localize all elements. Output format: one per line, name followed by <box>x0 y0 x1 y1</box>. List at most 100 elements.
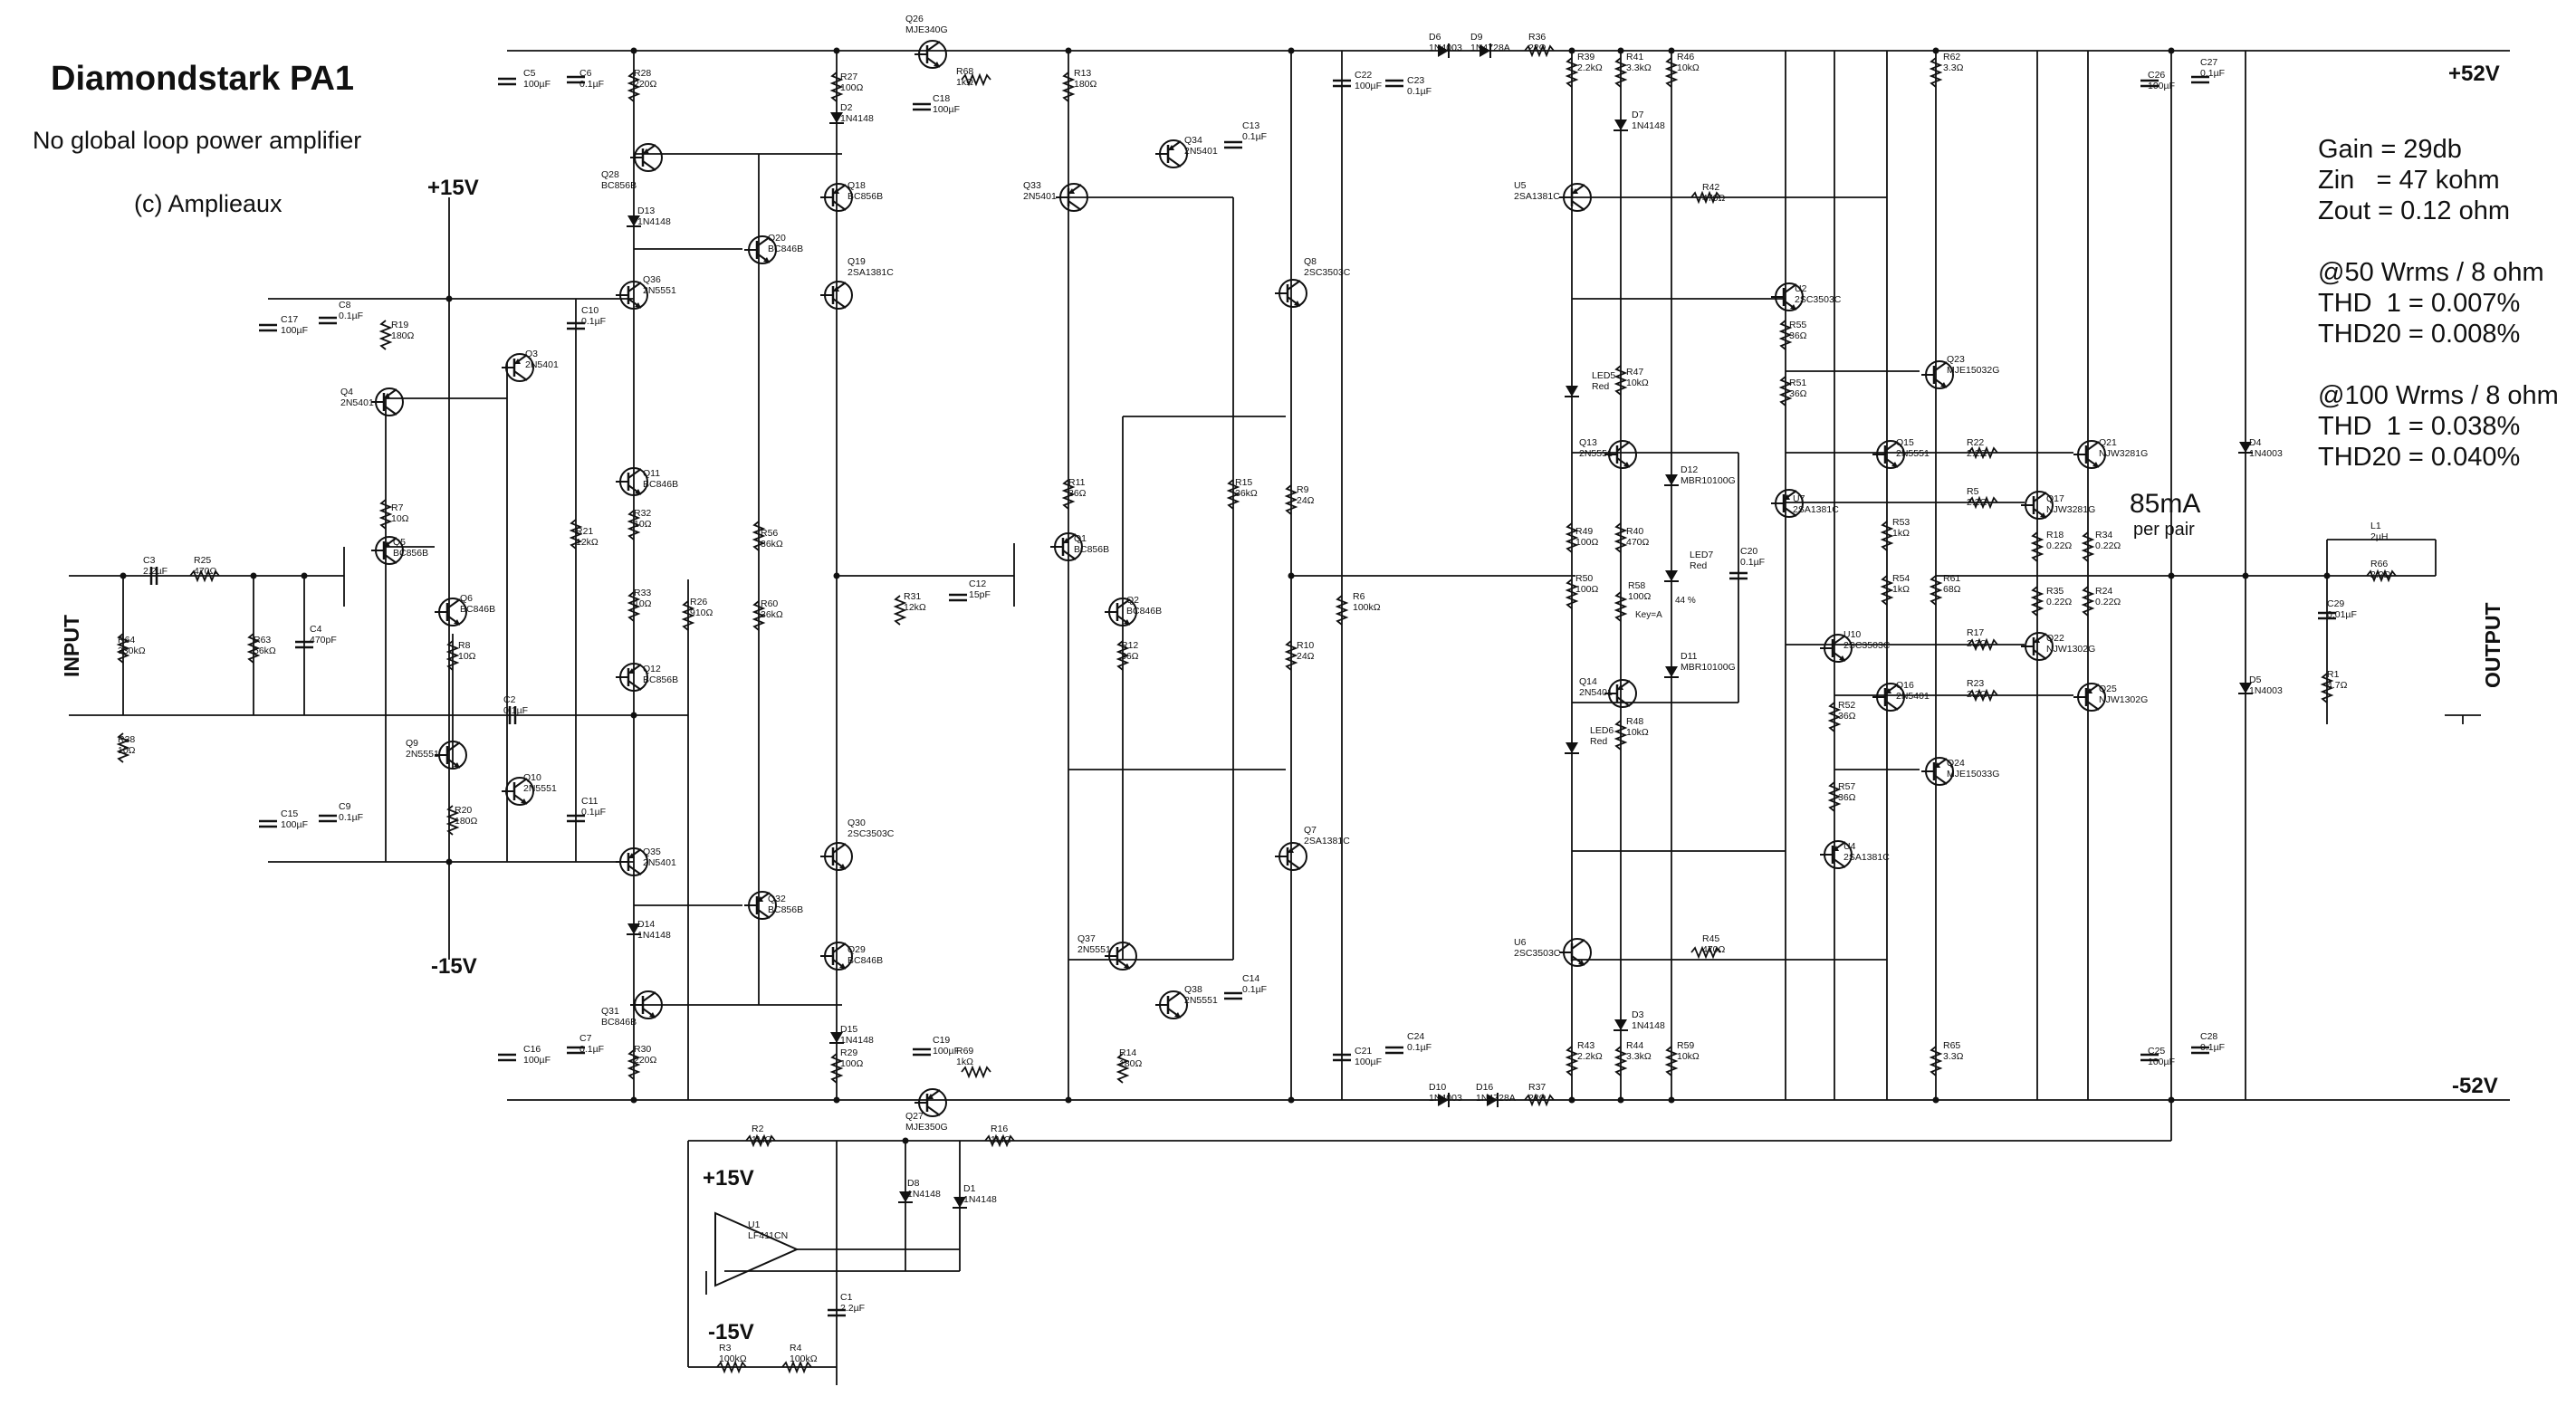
component-value: 100Ω <box>840 1058 864 1069</box>
component-ref: R3 <box>719 1343 732 1353</box>
component-ref: R66 <box>2370 559 2388 569</box>
component-ref: D10 <box>1429 1082 1446 1093</box>
component-ref: C1 <box>840 1292 853 1303</box>
capacitor-symbol <box>911 102 933 111</box>
component-value: 2.2kΩ <box>1577 62 1603 73</box>
component-ref: U7 <box>1793 493 1805 504</box>
component-ref: R59 <box>1677 1040 1694 1051</box>
spec-line: @50 Wrms / 8 ohm <box>2318 258 2544 287</box>
component-value: NJW1302G <box>2099 694 2148 705</box>
transistor-symbol <box>913 39 948 70</box>
component-value: 1kΩ <box>1892 528 1910 539</box>
spec-line: THD 1 = 0.038% <box>2318 412 2521 441</box>
component-ref: R57 <box>1838 781 1855 792</box>
component-value: 0.1µF <box>1242 984 1267 995</box>
rail-label-neg52: -52V <box>2452 1074 2498 1098</box>
component-value: 36kΩ <box>1235 488 1258 499</box>
component-value: 100µF <box>281 325 308 336</box>
component-ref: R38 <box>118 734 135 745</box>
capacitor-symbol <box>911 1047 933 1057</box>
component-value: MBR10100G <box>1681 662 1736 673</box>
component-ref: C9 <box>339 801 351 812</box>
input-port-label: INPUT <box>60 615 83 677</box>
component-value: 100µF <box>2148 1057 2175 1067</box>
component-ref: R11 <box>1068 477 1086 488</box>
component-ref: R1 <box>2327 669 2340 680</box>
component-value: 100kΩ <box>1353 602 1381 613</box>
component-value: 220Ω <box>634 1055 657 1066</box>
component-ref: R5 <box>1967 486 1979 497</box>
component-value: MJE15033G <box>1947 769 1999 779</box>
component-ref: Q32 <box>768 894 786 904</box>
component-value: LF411CN <box>748 1230 788 1241</box>
component-value: 2SA1381C <box>1304 836 1350 846</box>
component-value: NJW1302G <box>2046 644 2095 655</box>
component-ref: C27 <box>2200 57 2217 68</box>
component-ref: C25 <box>2148 1046 2165 1057</box>
component-ref: C10 <box>581 305 599 316</box>
component-ref: Q16 <box>1896 680 1914 691</box>
component-value: 180Ω <box>455 816 478 827</box>
component-value: 12kΩ <box>576 537 599 548</box>
component-ref: R25 <box>194 555 211 566</box>
component-ref: D13 <box>637 206 655 216</box>
capacitor-symbol <box>1222 140 1244 149</box>
component-ref: D15 <box>840 1024 857 1035</box>
component-ref: D16 <box>1476 1082 1493 1093</box>
component-value: 1MΩ <box>752 1134 772 1145</box>
transistor-symbol <box>369 387 405 417</box>
pot-note: Key=A <box>1635 610 1662 620</box>
capacitor-symbol <box>317 814 339 823</box>
component-ref: R47 <box>1626 367 1643 378</box>
component-value: 1kΩ <box>1892 584 1910 595</box>
component-value: 0.1µF <box>2200 68 2225 79</box>
component-ref: R49 <box>1575 526 1593 537</box>
component-value: 15pF <box>969 589 991 600</box>
component-value: 1N4148 <box>1632 120 1665 131</box>
component-value: 12kΩ <box>904 602 926 613</box>
component-value: 10Ω <box>634 519 652 530</box>
component-value: 2SA1381C <box>847 267 894 278</box>
junctions <box>120 47 2331 1144</box>
component-value: 2N5401 <box>1579 687 1613 698</box>
component-value: 100µF <box>523 79 551 90</box>
component-ref: Q19 <box>847 256 866 267</box>
component-value: 1N4148 <box>1632 1020 1665 1031</box>
component-ref: C28 <box>2200 1031 2217 1042</box>
component-ref: R21 <box>576 526 593 537</box>
component-ref: R31 <box>904 591 921 602</box>
output-port-label: OUTPUT <box>2481 602 2504 688</box>
component-ref: R36 <box>1528 32 1546 43</box>
component-value: 0.1µF <box>1242 131 1267 142</box>
component-ref: Q31 <box>601 1006 619 1017</box>
component-value: 2.2µF <box>143 566 168 577</box>
component-value: 3.3kΩ <box>1626 1051 1652 1062</box>
component-ref: D1 <box>963 1183 976 1194</box>
spec-line: THD 1 = 0.007% <box>2318 289 2521 318</box>
component-ref: Q17 <box>2046 493 2064 504</box>
spec-gap <box>2318 226 2559 257</box>
transistor-symbol <box>628 142 664 173</box>
component-value: BC856B <box>393 548 428 559</box>
component-ref: D7 <box>1632 110 1644 120</box>
component-value: 10Ω <box>391 513 409 524</box>
component-ref: D11 <box>1681 651 1698 662</box>
component-value: 100µF <box>2148 81 2175 91</box>
component-ref: Q11 <box>643 468 660 479</box>
component-value: 0.1µF <box>1740 557 1765 568</box>
component-value: 1kΩ <box>956 1057 973 1067</box>
component-ref: D6 <box>1429 32 1441 43</box>
bias-per-pair: per pair <box>2133 520 2195 540</box>
resistor-symbol <box>380 320 391 350</box>
component-ref: R46 <box>1677 52 1694 62</box>
component-ref: D8 <box>907 1178 920 1189</box>
component-value: 0.1µF <box>1407 86 1432 97</box>
component-value: NJW3281G <box>2046 504 2095 515</box>
component-value: 2SC3503C <box>1795 294 1842 305</box>
component-ref: R33 <box>634 588 651 598</box>
component-value: Red <box>1690 560 1707 571</box>
component-value: 470Ω <box>1702 944 1726 955</box>
component-value: 36Ω <box>1838 792 1856 803</box>
component-ref: Q20 <box>768 233 786 244</box>
component-value: 36kΩ <box>761 539 783 550</box>
